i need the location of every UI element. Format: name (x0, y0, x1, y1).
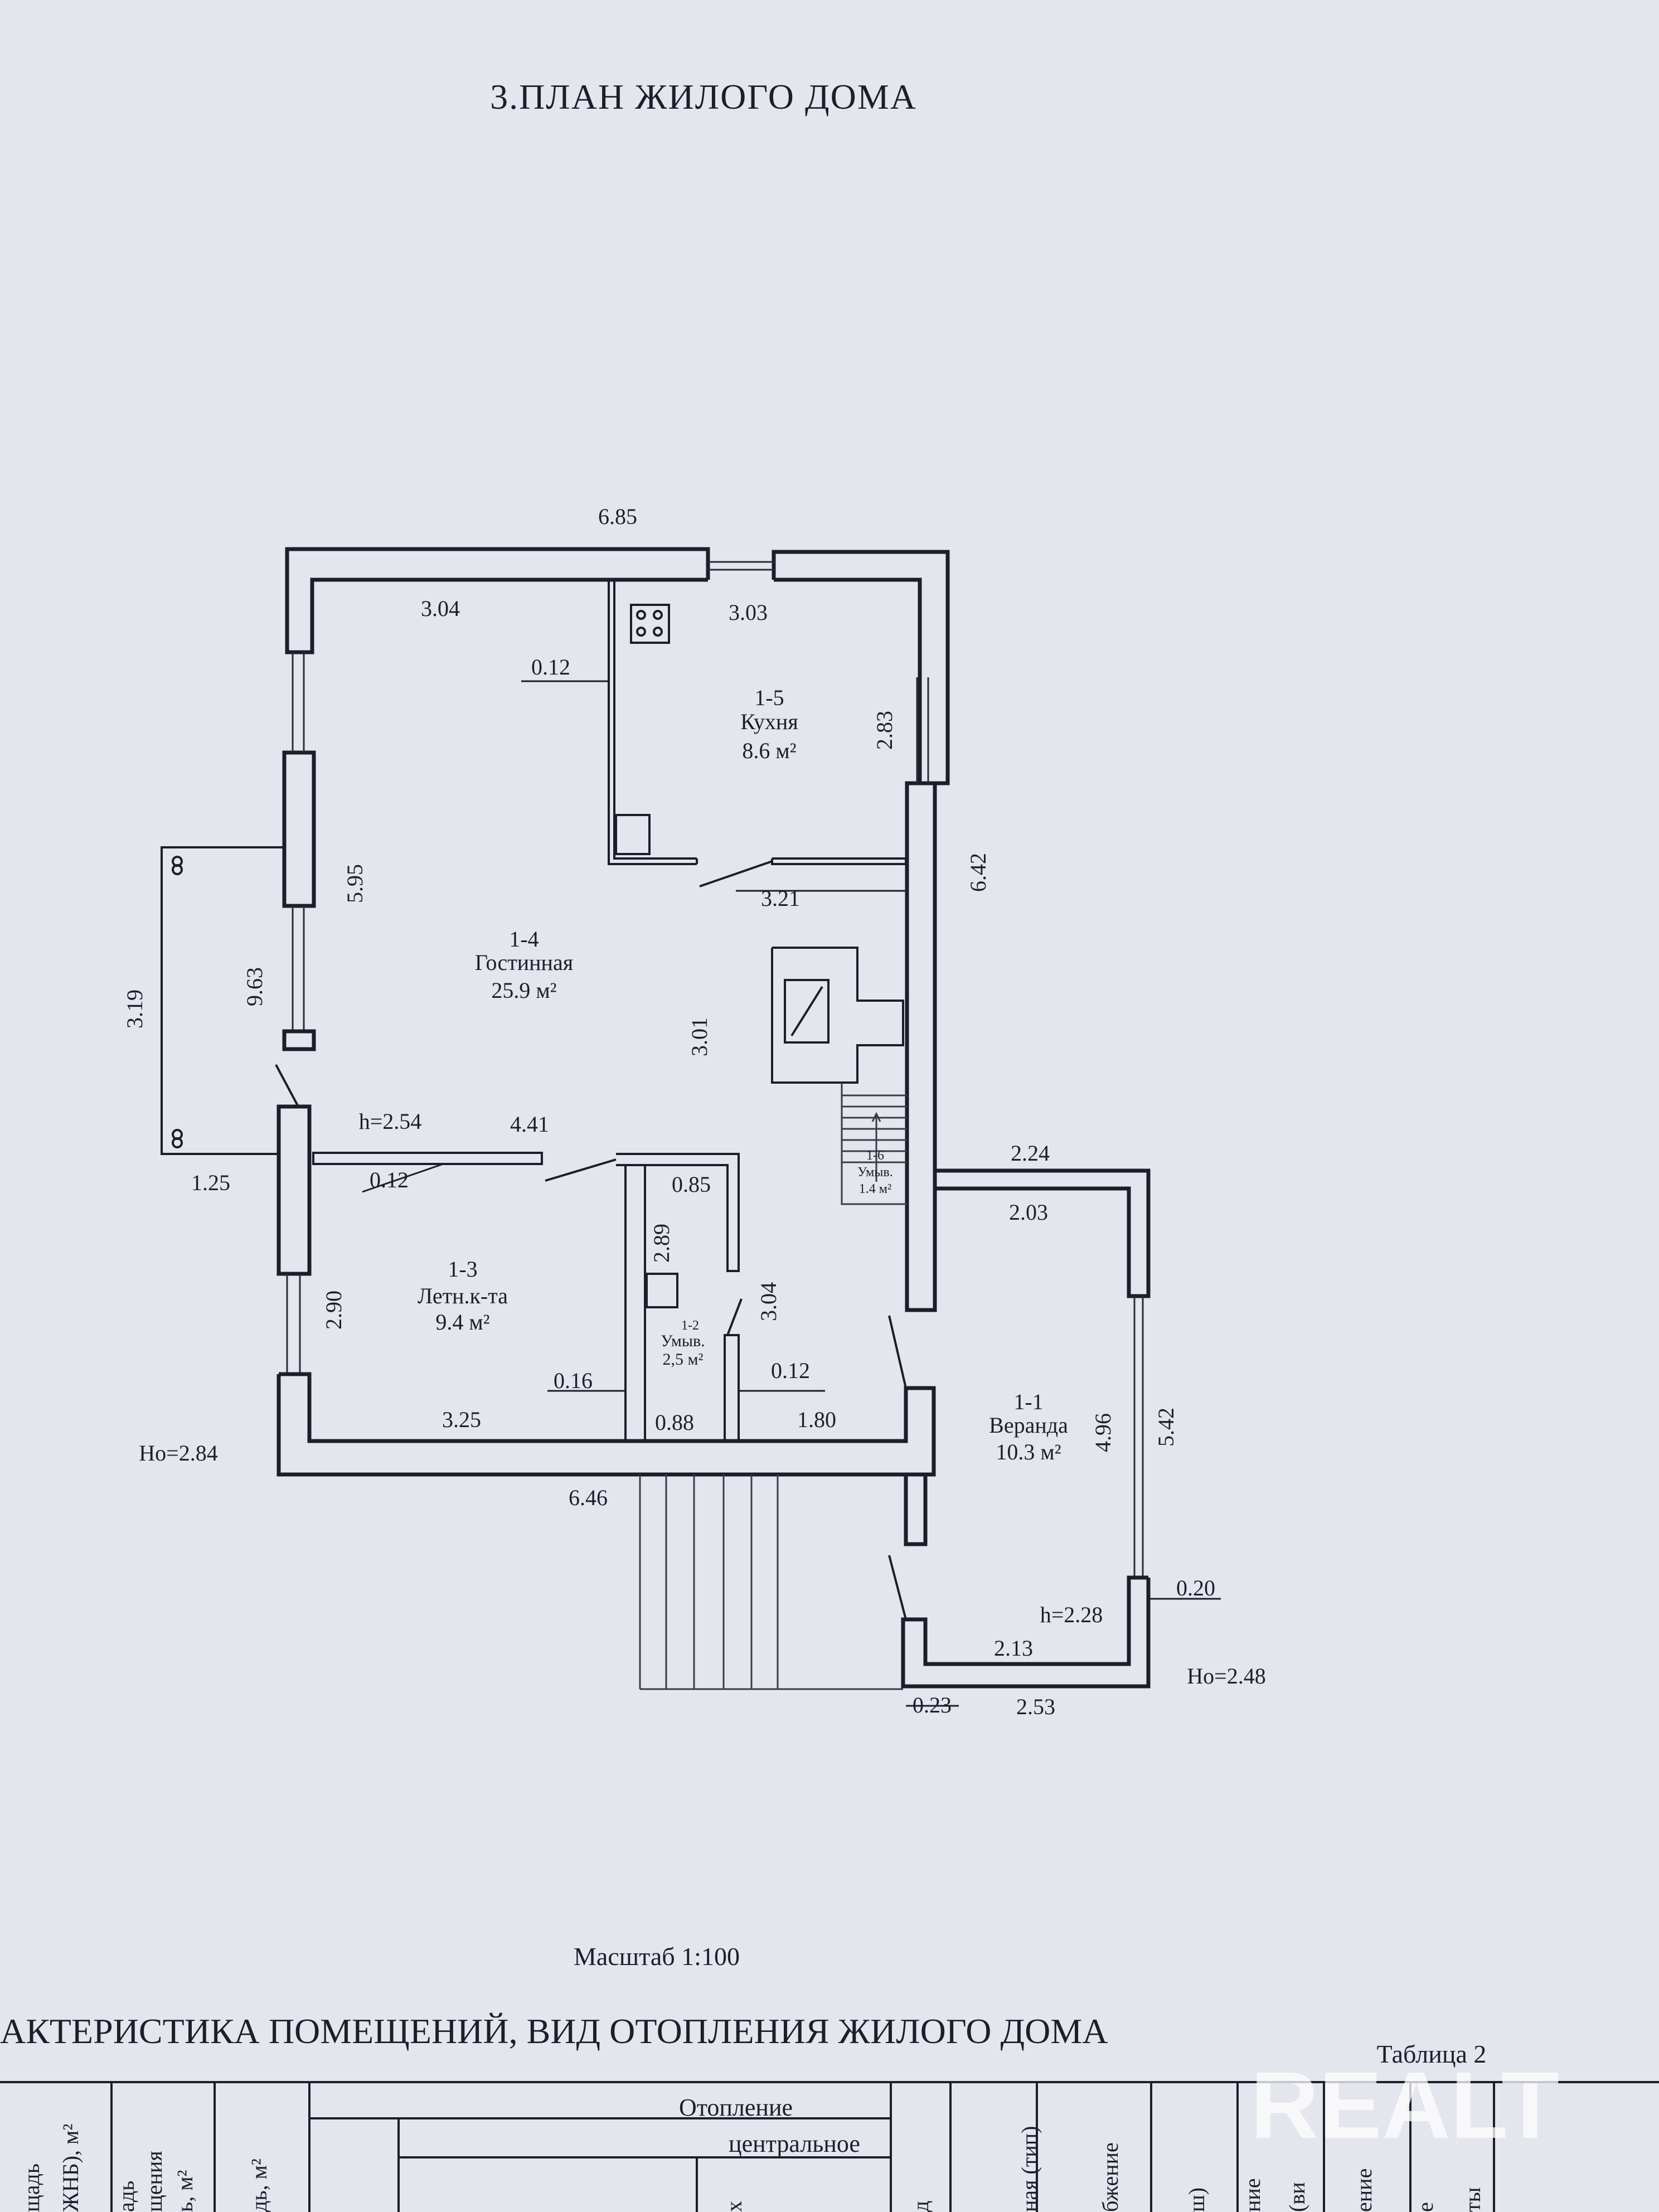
plan-title: 3.ПЛАН ЖИЛОГО ДОМА (490, 77, 917, 117)
dim-9-63: 9.63 (242, 967, 267, 1006)
dim-0-85: 0.85 (672, 1172, 711, 1197)
table-header-col1: щадь (19, 2164, 44, 2212)
dimension-labels: 6.85 3.04 3.03 0.12 2.83 6.42 5.95 3.21 … (122, 504, 1266, 1719)
dim-1-25: 1.25 (191, 1170, 230, 1195)
dim-5-42: 5.42 (1153, 1408, 1178, 1447)
stairs (841, 1083, 907, 1205)
dim-2-90: 2.90 (321, 1291, 346, 1330)
room-id-1-3: 1-3 (448, 1257, 477, 1282)
dim-6-42: 6.42 (966, 853, 991, 892)
outer-walls (276, 547, 950, 1477)
table-header-col5: ь, м² (172, 2170, 197, 2212)
room-area-kitchen: 8.6 м² (742, 738, 796, 763)
room-name-living: Гостинная (475, 950, 573, 975)
dim-1-80: 1.80 (797, 1407, 836, 1432)
dim-3-21: 3.21 (761, 886, 800, 911)
room-area-wash2: 1.4 м² (859, 1182, 891, 1196)
dim-0-23: 0.23 (913, 1692, 952, 1718)
table-header-col3: адь (114, 2181, 139, 2212)
dim-0-12-summer: 0.12 (370, 1167, 409, 1192)
room-area-veranda: 10.3 м² (996, 1439, 1061, 1464)
room-name-wash1: Умыв. (661, 1332, 705, 1350)
table-header-col2: ЖНБ), м² (58, 2124, 83, 2212)
dim-2-24: 2.24 (1011, 1141, 1050, 1166)
room-area-wash1: 2,5 м² (663, 1350, 704, 1369)
dim-0-88: 0.88 (655, 1410, 694, 1435)
scale-label: Масштаб 1:100 (574, 1942, 740, 1971)
dim-5-95: 5.95 (342, 864, 367, 903)
ground-height-2-48: Ho=2.48 (1187, 1663, 1265, 1689)
dim-6-46: 6.46 (569, 1485, 608, 1510)
room-name-veranda: Веранда (989, 1413, 1068, 1438)
dim-0-12-wash: 0.12 (771, 1358, 810, 1383)
dim-3-03: 3.03 (729, 600, 768, 625)
dim-2-89: 2.89 (649, 1224, 674, 1263)
room-name-wash2: Умыв. (857, 1165, 893, 1180)
dim-6-85: 6.85 (598, 504, 637, 529)
dim-4-96: 4.96 (1090, 1413, 1115, 1452)
ground-height-2-84: Ho=2.84 (139, 1440, 217, 1466)
dim-3-19: 3.19 (122, 989, 147, 1029)
dim-4-41: 4.41 (510, 1112, 549, 1137)
dim-0-16: 0.16 (554, 1368, 593, 1393)
dim-2-53: 2.53 (1016, 1694, 1055, 1719)
dim-3-04-wash: 3.04 (756, 1282, 781, 1321)
veranda-walls (901, 1168, 1151, 1689)
table-header-col7: х (721, 2201, 746, 2212)
room-area-summer: 9.4 м² (435, 1309, 489, 1335)
table-header-col9: ная (тип) (1017, 2126, 1042, 2212)
table-header-col8: д (908, 2201, 933, 2212)
interior-walls (275, 580, 907, 1620)
dimension-leaders (362, 680, 1221, 1707)
table-header-col16: ты (1460, 2187, 1485, 2212)
table-header-col12: ние (1240, 2178, 1265, 2212)
dim-3-01: 3.01 (687, 1017, 712, 1056)
table-header-central: центральное (729, 2130, 860, 2157)
room-id-1-5: 1-5 (754, 685, 784, 710)
table-header-col6: дь, м² (246, 2158, 271, 2212)
table-header-col11: ш) (1184, 2187, 1209, 2212)
table-header-col4: щения (142, 2151, 167, 2212)
dim-2-83: 2.83 (872, 711, 897, 750)
dim-3-25: 3.25 (442, 1407, 481, 1432)
ceiling-height-2-28: h=2.28 (1040, 1602, 1103, 1627)
dim-2-13: 2.13 (994, 1636, 1033, 1661)
table-label: Таблица 2 (1377, 2040, 1487, 2068)
section-title: АКТЕРИСТИКА ПОМЕЩЕНИЙ, ВИД ОТОПЛЕНИЯ ЖИЛ… (0, 2011, 1108, 2051)
table-header-col14: ение (1351, 2169, 1376, 2212)
room-labels: 1-5 Кухня 8.6 м² 1-4 Гостинная 25.9 м² 1… (418, 685, 1068, 1464)
table-header-heating: Отопление (679, 2094, 793, 2121)
room-id-1-2: 1-2 (681, 1318, 699, 1333)
terrace-outline (161, 846, 284, 1155)
room-id-1-4: 1-4 (509, 926, 539, 952)
table-header-col15: е (1413, 2202, 1438, 2212)
room-name-summer: Летн.к-та (418, 1283, 508, 1308)
table-header-col10: бжение (1098, 2142, 1123, 2212)
ceiling-height-2-54: h=2.54 (359, 1109, 422, 1134)
realt-watermark-logo: REALT (1250, 2053, 1559, 2158)
table-header-col13: (ви (1284, 2182, 1309, 2212)
dim-2-03: 2.03 (1009, 1200, 1048, 1225)
room-name-kitchen: Кухня (740, 709, 798, 734)
dim-3-04-top: 3.04 (421, 596, 460, 621)
room-area-living: 25.9 м² (491, 978, 556, 1003)
porch-steps (639, 1474, 903, 1690)
dim-0-20: 0.20 (1176, 1575, 1215, 1600)
rooms-table: Отопление центральное щадь ЖНБ), м² адь … (0, 2081, 1659, 2212)
dim-0-12-kitchen: 0.12 (531, 654, 570, 680)
room-id-1-1: 1-1 (1013, 1389, 1043, 1414)
room-id-1-6: 1-6 (866, 1148, 884, 1163)
